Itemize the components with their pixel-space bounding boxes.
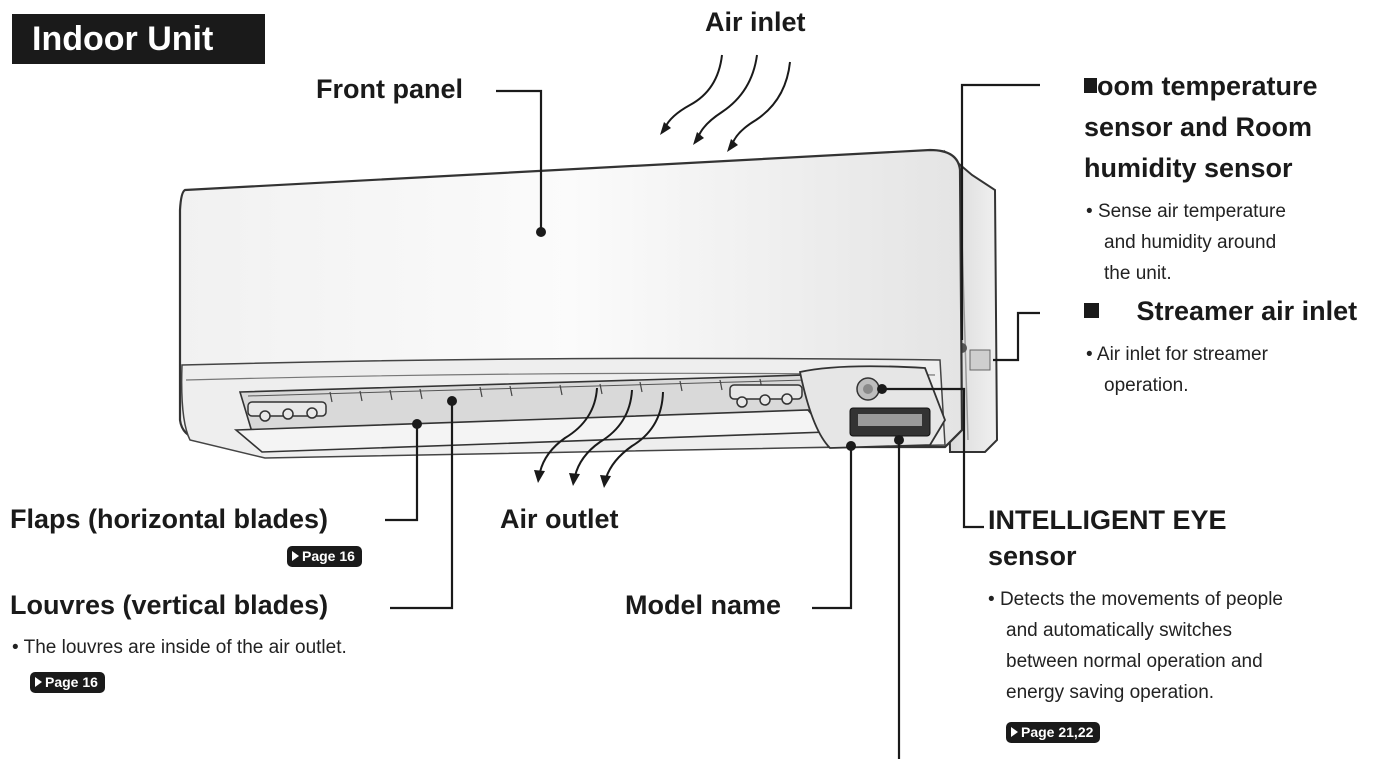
leader-dots [412,227,904,451]
square-bullet-icon [1084,303,1099,318]
streamer-description: • Air inlet for streamer operation. [1086,344,1268,396]
air-inlet-label: Air inlet [705,7,806,37]
play-icon [1011,727,1018,737]
model-name-label: Model name [625,590,782,620]
front-panel-label: Front panel [316,74,463,104]
air-outlet-label: Air outlet [500,504,619,534]
leader-lines [385,83,1040,759]
intelligent-eye-line2: sensor [988,541,1077,571]
louvres-label: Louvres (vertical blades) [10,590,329,620]
flaps-label: Flaps (horizontal blades) [10,504,329,534]
flaps-page-link[interactable]: Page 16 [287,546,362,567]
streamer-air-inlet-label: Streamer air inlet [1084,295,1357,327]
intelligent-eye-line1: INTELLIGENT EYE [988,505,1227,535]
flap-hinges [247,384,803,422]
air-inlet-arrows [664,54,791,146]
room-sensor-line2: sensor and Room [1084,112,1313,142]
room-sensor-line3: humidity sensor [1084,153,1293,183]
intelligent-eye-description: • Detects the movements of people and au… [988,589,1283,703]
louvres-page-link[interactable]: Page 16 [30,672,105,693]
air-outlet-arrows [539,387,664,479]
room-sensor-line1: oom temperature [1097,71,1318,101]
louvres-description: • The louvres are inside of the air outl… [12,637,347,658]
room-sensor-label: oom temperature [1084,70,1318,102]
play-icon [35,677,42,687]
streamer-inlet-window [969,349,991,371]
room-sensor-description: • Sense air temperature and humidity aro… [1086,201,1286,284]
page-title: Indoor Unit [12,14,265,64]
intelligent-eye-page-link[interactable]: Page 21,22 [1006,722,1101,743]
square-bullet-icon [1084,78,1097,93]
play-icon [292,551,299,561]
